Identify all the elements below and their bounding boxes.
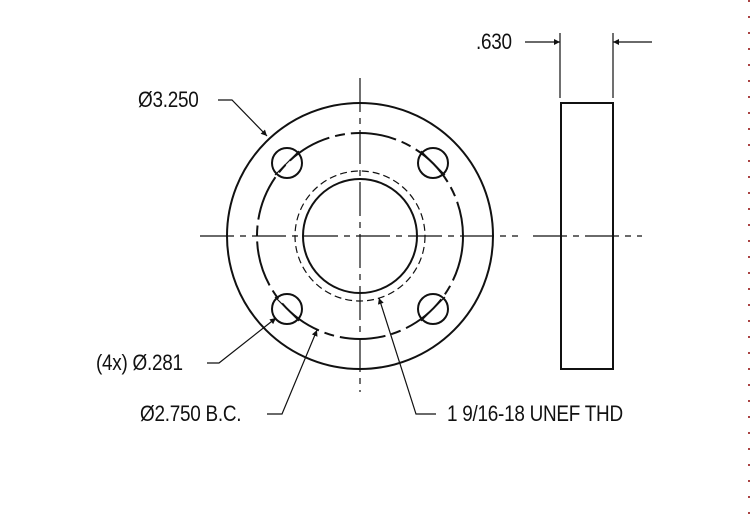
bolt-circle	[256, 132, 464, 340]
bore-circle	[302, 178, 418, 294]
holes-label: (4x) Ø.281	[96, 350, 183, 375]
bolt-hole-top-left	[271, 147, 303, 179]
bolt-hole-top-right	[417, 147, 449, 179]
side-view	[525, 33, 652, 370]
leader-outer-diameter	[218, 99, 268, 137]
outer-circle	[226, 102, 494, 370]
window-edge	[748, 0, 750, 520]
bolt-hole-bottom-right	[417, 293, 449, 325]
leader-bolt-circle	[267, 329, 318, 415]
leader-holes	[207, 317, 277, 364]
front-view	[200, 78, 518, 392]
leaders	[207, 99, 436, 415]
thickness-label: .630	[476, 29, 512, 54]
thread-circle	[294, 170, 426, 302]
bolt-hole-bottom-left	[271, 293, 303, 325]
bolt-circle-label: Ø2.750 B.C.	[140, 401, 242, 426]
leader-thread	[377, 297, 436, 415]
thread-label: 1 9/16-18 UNEF THD	[447, 401, 623, 426]
outer-diameter-label: Ø3.250	[138, 87, 199, 112]
